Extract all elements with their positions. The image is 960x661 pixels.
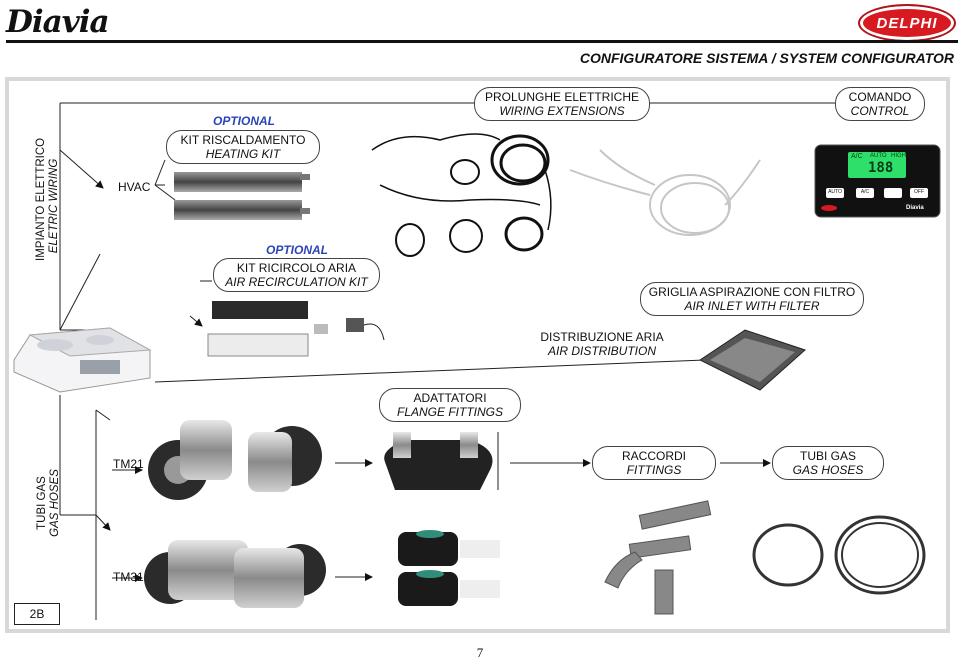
gas-section-it: TUBI GAS <box>36 476 48 530</box>
air-grille-illustration <box>699 329 806 391</box>
control-panel-illustration <box>814 144 941 218</box>
diavia-logo: Diavia <box>6 4 110 40</box>
heating-kit-en: HEATING KIT <box>205 147 281 161</box>
wiring-extensions-it: PROLUNGHE ELETTRICHE <box>484 90 640 104</box>
tm21-label: TM21 <box>113 457 144 471</box>
flange-fittings-box: ADATTATORI FLANGE FITTINGS <box>379 388 521 422</box>
air-distribution-label: DISTRIBUZIONE ARIA AIR DISTRIBUTION <box>532 330 672 358</box>
gas-hoses-illustration <box>752 515 926 595</box>
gas-hoses-en: GAS HOSES <box>792 463 864 477</box>
heating-kit-box: KIT RISCALDAMENTO HEATING KIT <box>166 130 320 164</box>
fittings-en: FITTINGS <box>626 463 682 477</box>
gas-section-en: GAS HOSES <box>49 469 61 537</box>
recirc-kit-it: KIT RICIRCOLO ARIA <box>236 261 357 275</box>
fittings-illustration <box>604 500 712 615</box>
hvac-unit-illustration <box>13 327 152 393</box>
wiring-section-it: IMPIANTO ELETTRICO <box>35 137 47 261</box>
control-box: COMANDO CONTROL <box>835 87 925 121</box>
wiring-section-label: IMPIANTO ELETTRICO ELETRIC WIRING <box>35 137 61 261</box>
wiring-section-en: ELETRIC WIRING <box>48 158 60 254</box>
flange-fittings-illustration <box>384 432 500 606</box>
delphi-logo-text: DELPHI <box>876 14 938 32</box>
gas-section-label: TUBI GAS GAS HOSES <box>36 467 62 539</box>
control-auto-text: AUTO <box>870 153 887 159</box>
flange-fittings-it: ADATTATORI <box>413 391 487 405</box>
wiring-extensions-en: WIRING EXTENSIONS <box>499 104 625 118</box>
fittings-box: RACCORDI FITTINGS <box>592 446 716 480</box>
air-inlet-box: GRIGLIA ASPIRAZIONE CON FILTRO AIR INLET… <box>640 282 864 316</box>
page-code: 2B <box>14 603 60 625</box>
hvac-label: HVAC <box>118 180 151 194</box>
tm31-label: TM31 <box>113 570 144 584</box>
optional-recirc-label: OPTIONAL <box>266 243 328 257</box>
fittings-it: RACCORDI <box>621 449 686 463</box>
heating-kit-illustration <box>174 172 310 220</box>
gas-hoses-box: TUBI GAS GAS HOSES <box>772 446 884 480</box>
air-inlet-en: AIR INLET WITH FILTER <box>684 299 820 313</box>
tm31-illustration <box>144 540 326 608</box>
air-distribution-it: DISTRIBUZIONE ARIA <box>540 330 664 344</box>
control-mode-text: A/C <box>851 153 863 160</box>
control-btn-auto: AUTO <box>828 189 842 195</box>
air-distribution-en: AIR DISTRIBUTION <box>547 344 656 358</box>
air-inlet-it: GRIGLIA ASPIRAZIONE CON FILTRO <box>648 285 856 299</box>
page-title: CONFIGURATORE SISTEMA / SYSTEM CONFIGURA… <box>579 50 954 66</box>
control-it: COMANDO <box>848 90 912 104</box>
wiring-extensions-illustration <box>371 133 552 257</box>
gas-connectors <box>59 395 771 620</box>
tm21-illustration <box>148 420 322 500</box>
control-brand-text: Diavia <box>906 205 924 211</box>
delphi-logo: DELPHI <box>858 4 956 42</box>
wiring-connectors <box>59 102 835 383</box>
flange-fittings-en: FLANGE FITTINGS <box>396 405 503 419</box>
control-btn-off: OFF <box>914 189 924 195</box>
header-rule <box>6 40 958 43</box>
gas-hoses-it: TUBI GAS <box>799 449 856 463</box>
wiring-extensions-box: PROLUNGHE ELETTRICHE WIRING EXTENSIONS <box>474 87 650 121</box>
page-number: 7 <box>476 645 484 660</box>
cable-bundle-illustration <box>569 149 761 236</box>
optional-heating-label: OPTIONAL <box>213 114 275 128</box>
control-high-text: HIGH <box>891 153 906 159</box>
recirc-kit-en: AIR RECIRCULATION KIT <box>225 275 368 289</box>
recirc-kit-illustration <box>207 301 385 357</box>
control-en: CONTROL <box>850 104 910 118</box>
control-display-value: 188 <box>868 160 894 176</box>
control-btn-ac: A/C <box>860 189 870 195</box>
heating-kit-it: KIT RISCALDAMENTO <box>180 133 306 147</box>
recirc-kit-box: KIT RICIRCOLO ARIA AIR RECIRCULATION KIT <box>213 258 380 292</box>
